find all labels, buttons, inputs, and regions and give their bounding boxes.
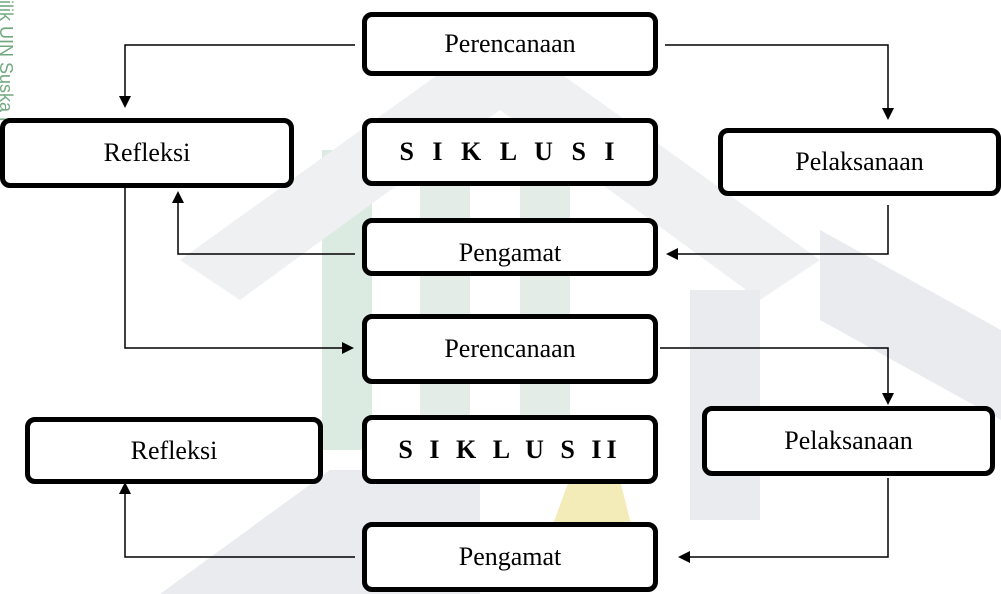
arrow-planning1-to-action1 xyxy=(665,44,894,120)
arrow-observation2-to-reflection2 xyxy=(119,482,355,558)
cycle1-action-box: Pelaksanaan xyxy=(718,128,1001,196)
cycle1-reflection-label: Refleksi xyxy=(103,138,191,167)
cycle1-action-label: Pelaksanaan xyxy=(795,147,924,176)
cycle2-observation-box: Pengamat xyxy=(362,522,658,592)
cycle1-title: S I K L U S I xyxy=(399,137,621,166)
cycle1-planning-label: Perencanaan xyxy=(444,29,576,58)
cycle1-observation-label: Pengamat xyxy=(458,238,562,267)
watermark-bar-2 xyxy=(420,150,470,450)
cycle2-reflection-label: Refleksi xyxy=(130,435,218,465)
arrow-planning2-to-action2 xyxy=(660,347,894,405)
arrow-observation1-to-reflection1 xyxy=(172,191,355,255)
cycle2-reflection-box: Refleksi xyxy=(25,417,323,484)
arrow-action2-to-observation2 xyxy=(678,478,889,563)
arrow-action1-to-observation1 xyxy=(666,205,889,260)
cycle2-title: S I K L U S II xyxy=(398,434,622,464)
cycle1-title-box: S I K L U S I xyxy=(362,118,658,186)
cycle2-observation-label: Pengamat xyxy=(458,542,562,571)
cycle1-reflection-box: Refleksi xyxy=(0,118,294,188)
cycle2-action-box: Pelaksanaan xyxy=(702,406,995,476)
cycle1-observation-box: Pengamat xyxy=(362,218,658,276)
cycle2-action-label: Pelaksanaan xyxy=(784,426,913,455)
arrow-reflection1-to-planning2 xyxy=(124,185,354,354)
cycle1-planning-box: Perencanaan xyxy=(362,12,658,76)
watermark-block-right xyxy=(690,290,760,520)
cycle2-title-box: S I K L U S II xyxy=(362,415,658,484)
cycle2-planning-box: Perencanaan xyxy=(362,314,658,384)
watermark-roof xyxy=(180,30,820,300)
watermark-side-text: ilik UIN Suska Riau xyxy=(0,0,16,154)
arrow-planning1-to-reflection1 xyxy=(119,44,355,108)
cycle2-planning-label: Perencanaan xyxy=(444,334,576,363)
watermark-slope-right xyxy=(820,230,1001,420)
watermark-bar-3 xyxy=(520,150,570,450)
